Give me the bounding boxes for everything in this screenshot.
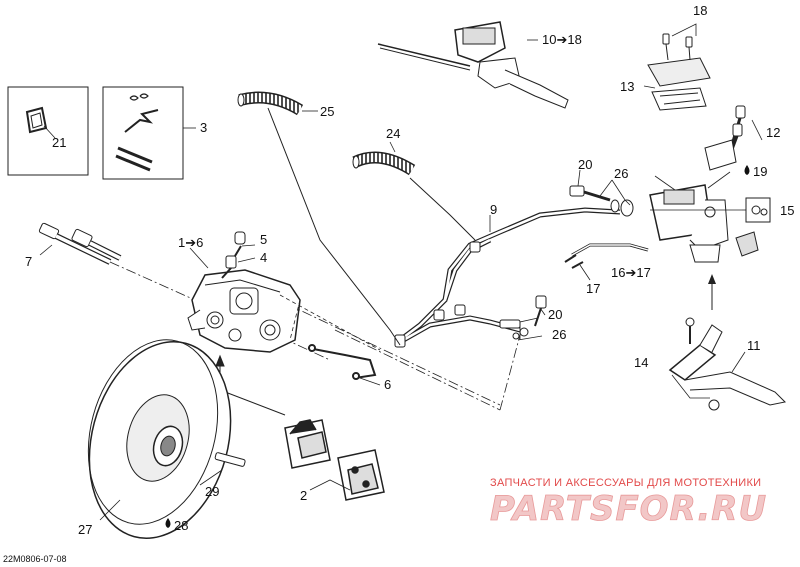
callout-25: 25 (320, 104, 334, 119)
diagram-code: 22M0806-07-08 (3, 554, 67, 564)
reservoir-cap (643, 33, 711, 111)
callout-4: 4 (260, 250, 267, 265)
callout-28: 28 (174, 518, 188, 533)
callout-14: 14 (634, 355, 648, 370)
callout-11: 11 (747, 338, 761, 353)
callout-20-low: 20 (548, 307, 562, 322)
callout-21: 21 (52, 135, 66, 150)
brake-lever (668, 317, 787, 411)
watermark-tagline: ЗАПЧАСТИ И АКСЕССУАРЫ ДЛЯ МОТОТЕХНИКИ (490, 477, 761, 489)
callout-20-top: 20 (578, 157, 592, 172)
lever-arrow (708, 274, 716, 310)
callout-7: 7 (25, 254, 32, 269)
inset-box-3 (102, 86, 196, 180)
master-cylinder-top (377, 21, 569, 109)
callout-29: 29 (205, 484, 219, 499)
callout-26-low: 26 (552, 327, 566, 342)
watermark: ЗАПЧАСТИ И АКСЕССУАРЫ ДЛЯ МОТОТЕХНИКИ PA… (490, 477, 767, 529)
callout-2: 2 (300, 488, 307, 503)
oil-drop-28-icon (165, 518, 171, 528)
hose-fitting-26 (512, 295, 547, 340)
callout-24: 24 (386, 126, 400, 141)
callout-18: 18 (693, 3, 707, 18)
disc-pin (199, 452, 246, 486)
watermark-logo: PARTSFOR.RU (490, 489, 767, 529)
hose-protector-24 (352, 141, 416, 176)
callout-labels: 21 3 7 1➔6 5 4 6 25 24 9 10➔18 18 13 12 … (25, 3, 794, 537)
leader-18 (671, 23, 697, 37)
brake-caliper (187, 269, 301, 353)
callout-13: 13 (620, 79, 634, 94)
hose-protector-25 (237, 91, 318, 116)
callout-9: 9 (490, 202, 497, 217)
oil-drop-19-icon (744, 165, 750, 175)
callout-5: 5 (260, 232, 267, 247)
callout-17: 17 (586, 281, 600, 296)
master-cylinder-right (569, 184, 729, 263)
inset-box-21 (7, 86, 89, 176)
hose-clips (394, 241, 521, 348)
clamp-bolts-12 (704, 105, 763, 171)
callout-12: 12 (766, 125, 780, 140)
callout-19: 19 (753, 164, 767, 179)
callout-16-17: 16➔17 (611, 265, 651, 280)
callout-10-18: 10➔18 (542, 32, 582, 47)
callout-27: 27 (78, 522, 92, 537)
reservoir-seal-kit (735, 197, 771, 257)
bleeder-screw (221, 231, 246, 279)
brake-switch-hose (564, 243, 649, 281)
callout-3: 3 (200, 120, 207, 135)
callout-1-6: 1➔6 (178, 235, 203, 250)
callout-15: 15 (780, 203, 794, 218)
callout-6: 6 (384, 377, 391, 392)
pad-spring (279, 294, 381, 380)
wire-lines (267, 107, 476, 346)
caliper-bolts (38, 222, 122, 265)
callout-26-top: 26 (614, 166, 628, 181)
brake-disc (87, 339, 232, 539)
brake-pads (284, 419, 385, 501)
